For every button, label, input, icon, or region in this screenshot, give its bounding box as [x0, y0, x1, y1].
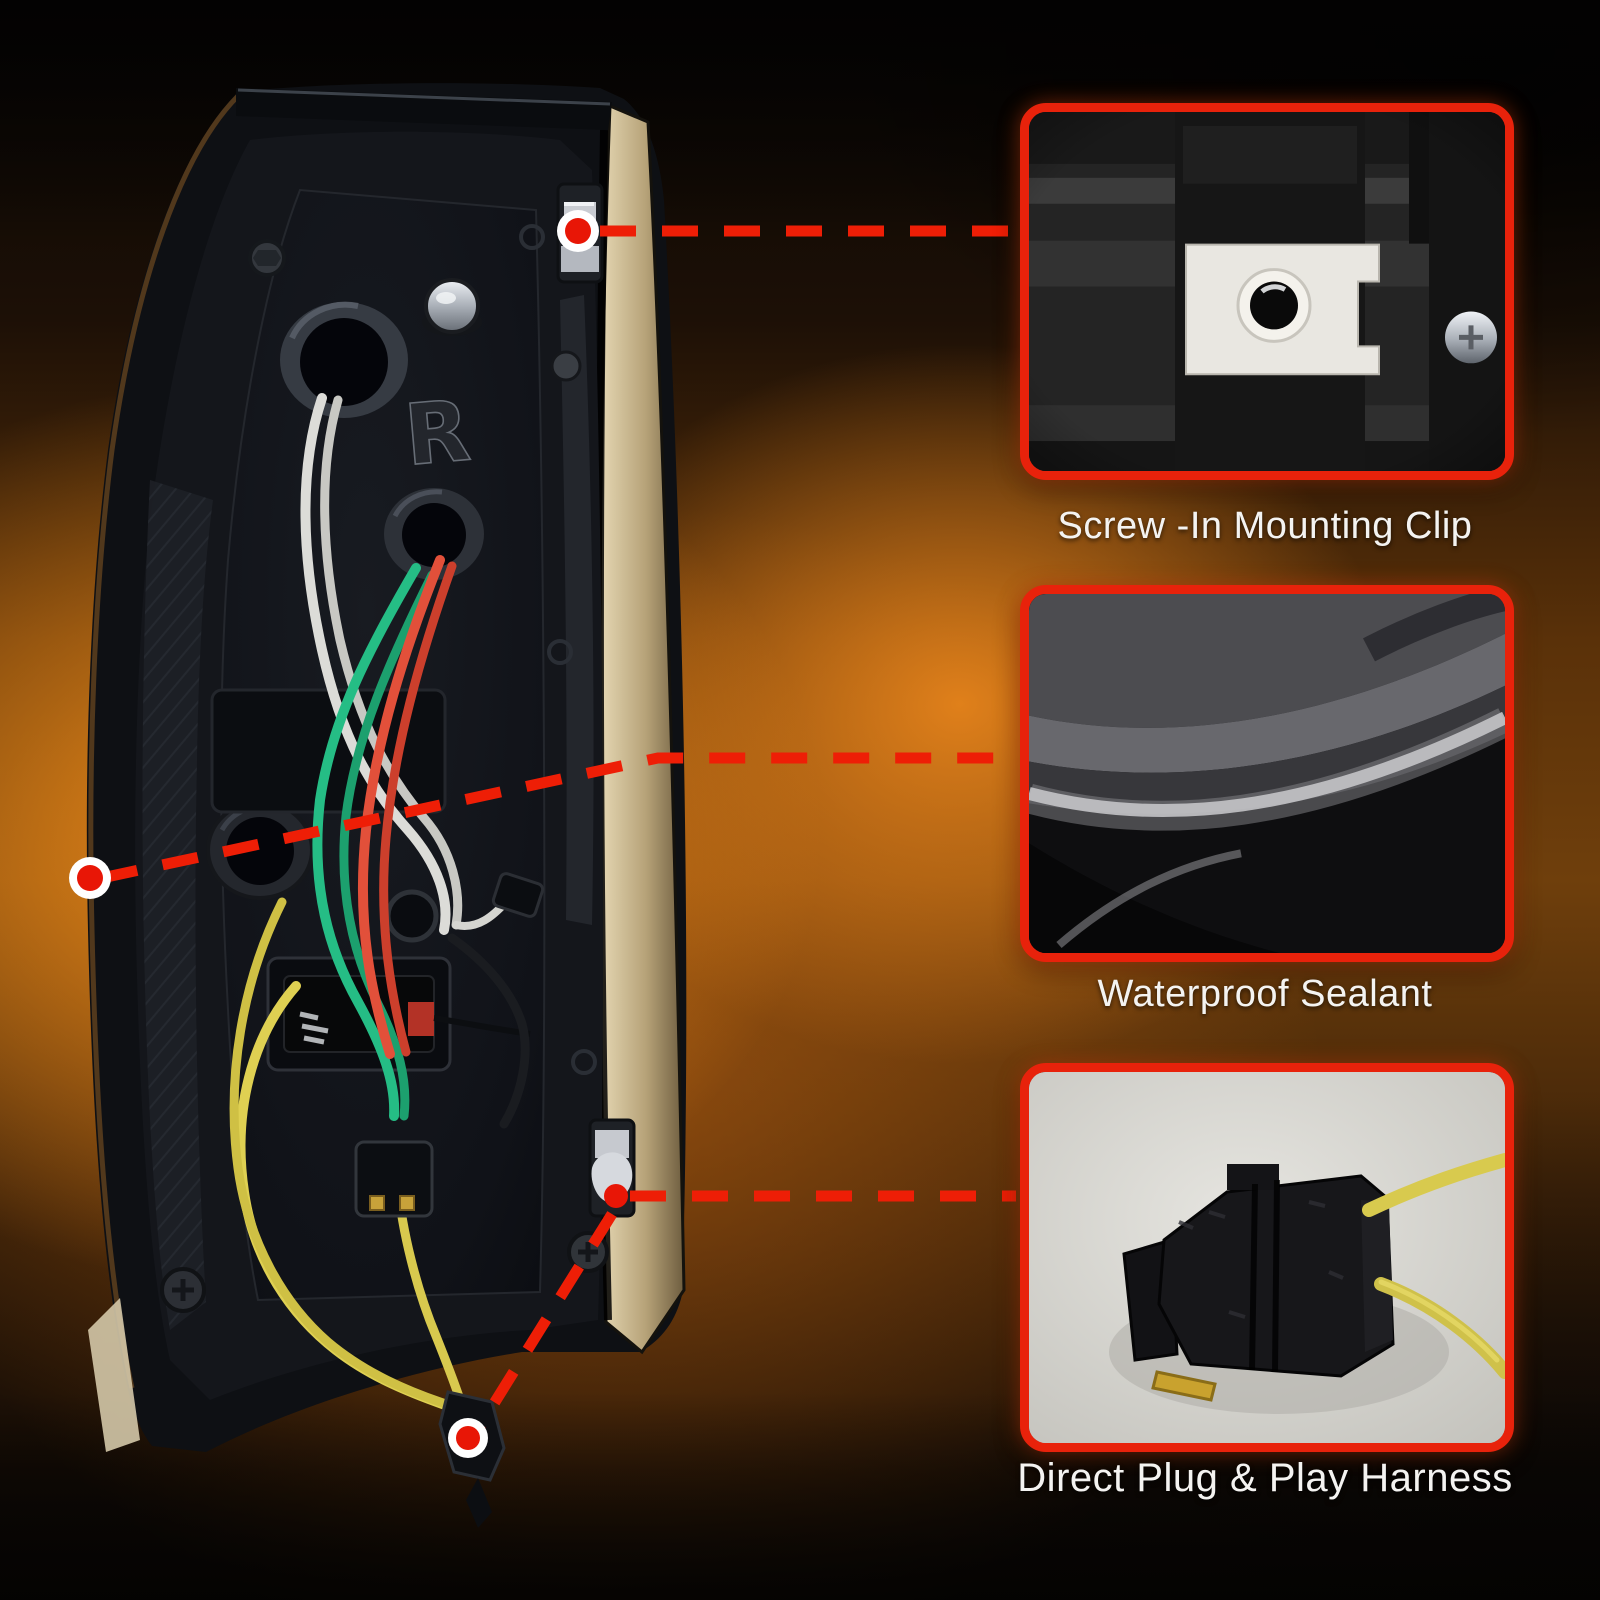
wire-red	[379, 561, 457, 1057]
callout-dot-icon	[69, 857, 111, 899]
top-lip-highlight	[237, 88, 611, 106]
lens-tip	[88, 1298, 140, 1452]
small-screw	[550, 350, 582, 382]
callout-dot-icon	[604, 1184, 628, 1208]
callout-dots	[69, 210, 628, 1458]
rim-light	[88, 94, 240, 1389]
sidewall-strip	[560, 295, 594, 925]
caption-mounting-clip: Screw -In Mounting Clip	[1057, 505, 1473, 547]
small-hole	[385, 889, 439, 943]
texture-strip	[142, 480, 213, 1330]
inset-photo-mounting-clip	[1020, 103, 1514, 480]
plug-wires	[1362, 1153, 1505, 1379]
harness-plug-photo	[1029, 1072, 1505, 1443]
callout-lines	[100, 225, 1016, 1429]
bulb-socket-mid	[384, 488, 484, 580]
bulb-socket-large	[280, 301, 408, 418]
top-lip	[236, 88, 612, 130]
wire-black	[447, 933, 530, 1129]
inset-photo-waterproof-sealant	[1020, 585, 1514, 962]
caption-waterproof-sealant: Waterproof Sealant	[1097, 973, 1433, 1015]
callout-dot-icon	[557, 210, 599, 252]
tail-light-photo: R	[86, 83, 687, 1528]
dimple	[571, 1049, 597, 1075]
dimple	[519, 224, 545, 250]
callout-dot-icon	[448, 1418, 488, 1458]
bulb-socket-lower	[206, 800, 314, 900]
mounting-clip-photo	[1029, 112, 1505, 471]
wire-green	[312, 563, 421, 1121]
small-connector	[491, 872, 545, 918]
callout-line-harness-diag	[475, 1211, 617, 1429]
inset-photo-harness-plug	[1020, 1063, 1514, 1452]
wire-white	[320, 395, 463, 930]
wiring-harness	[229, 393, 530, 1417]
sealant-photo	[1029, 594, 1505, 953]
sealant-bead-highlight	[1029, 711, 1505, 818]
gold-pin	[1151, 1370, 1217, 1402]
hex-screw	[248, 239, 286, 277]
wire-yellow	[229, 897, 451, 1409]
phillips-screw	[160, 1267, 206, 1313]
callout-line-sealant	[100, 752, 1016, 884]
plug-connector	[1122, 1164, 1395, 1402]
dimple	[547, 639, 573, 665]
chrome-bulb-cap	[422, 278, 482, 336]
harness-plug	[438, 1390, 506, 1528]
caption-harness: Direct Plug & Play Harness	[1017, 1456, 1513, 1500]
wire-red	[357, 555, 445, 1059]
wire-green	[339, 570, 437, 1121]
housing-marking: R	[401, 381, 474, 484]
two-pin-connector	[354, 1140, 434, 1218]
wire-yellow	[393, 1181, 469, 1417]
